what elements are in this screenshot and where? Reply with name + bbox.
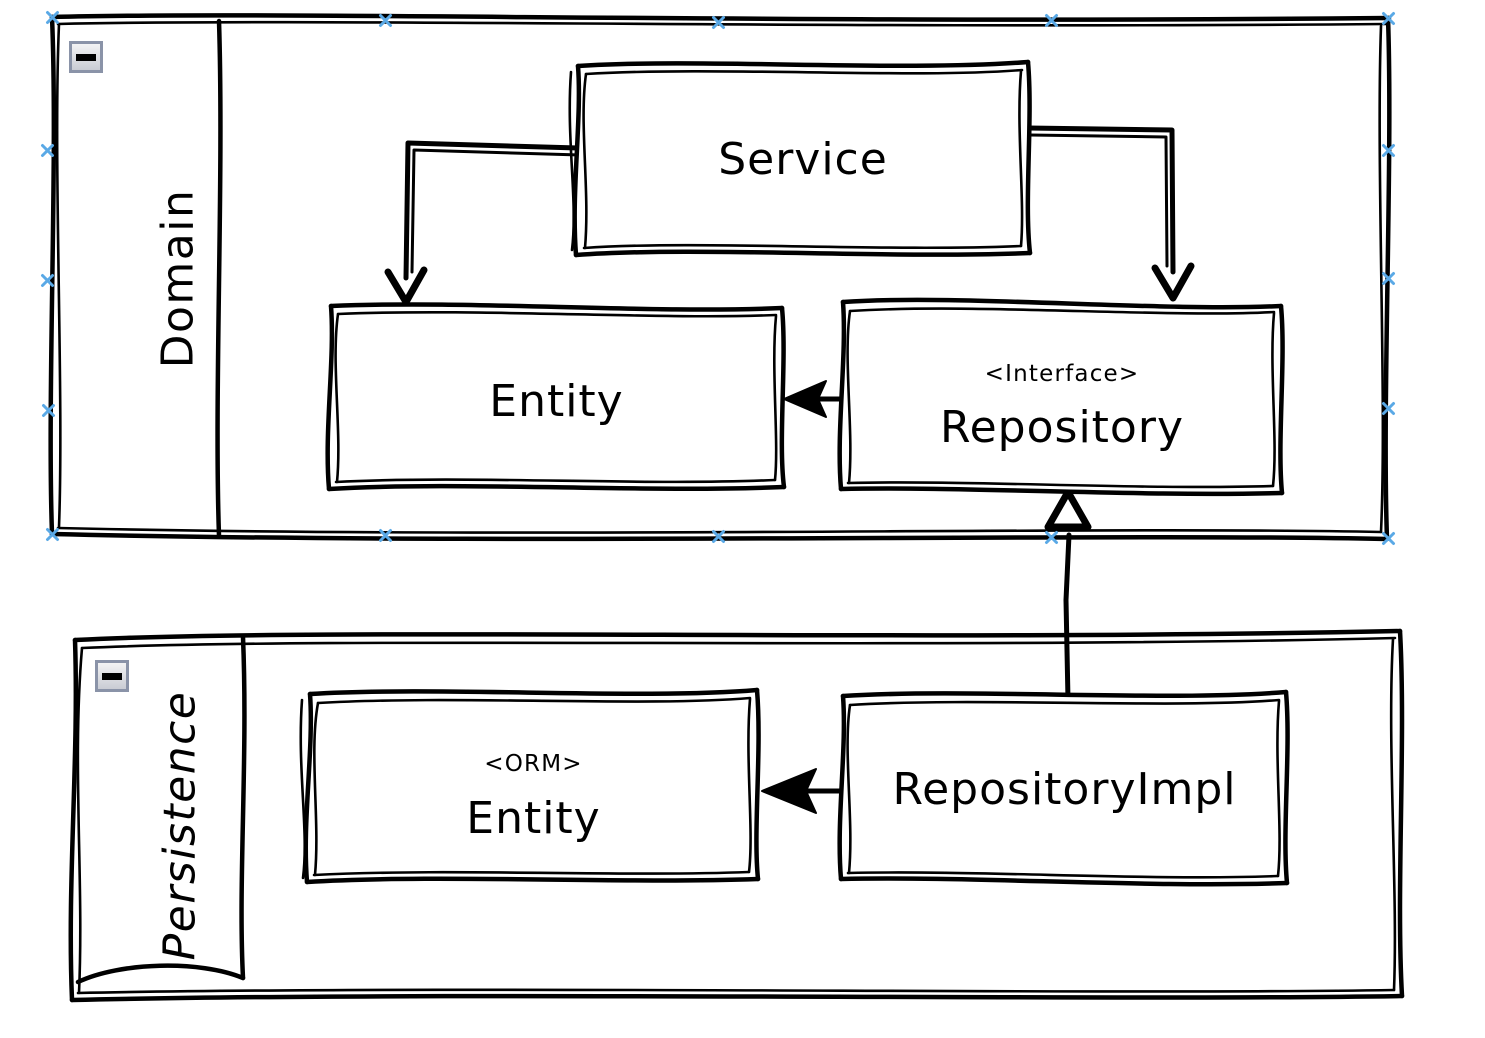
handle-left-2[interactable] (40, 273, 55, 288)
edge-service-to-entity[interactable] (384, 140, 582, 306)
handle-top-1[interactable] (378, 13, 393, 28)
node-entity-orm-shape[interactable] (299, 687, 761, 885)
handle-left-3[interactable] (41, 403, 56, 418)
handle-right-1[interactable] (1381, 143, 1396, 158)
handle-bottom-1[interactable] (378, 528, 393, 543)
edge-repositoryimpl-realizes-repository[interactable] (1044, 488, 1092, 703)
handle-left-1[interactable] (40, 143, 55, 158)
collapse-button-persistence[interactable] (95, 660, 129, 692)
handle-top-right[interactable] (1381, 11, 1396, 26)
collapse-button-domain[interactable] (69, 41, 103, 73)
handle-bottom-left[interactable] (45, 527, 60, 542)
node-repository-impl-shape[interactable] (837, 689, 1290, 887)
edge-service-to-repository[interactable] (1025, 125, 1195, 302)
handle-right-3[interactable] (1381, 401, 1396, 416)
handle-top-left[interactable] (45, 10, 60, 25)
edge-repository-to-entity[interactable] (783, 380, 846, 418)
handle-top-3[interactable] (1044, 13, 1059, 28)
package-label-domain: Domain (152, 188, 204, 369)
handle-bottom-right[interactable] (1381, 531, 1396, 546)
handle-bottom-2[interactable] (711, 529, 726, 544)
handle-right-2[interactable] (1381, 271, 1396, 286)
handle-bottom-3[interactable] (1044, 530, 1059, 545)
edge-repositoryimpl-to-entity-orm[interactable] (761, 768, 846, 814)
node-entity-domain-shape[interactable] (325, 302, 787, 492)
minus-icon (102, 672, 122, 680)
handle-top-2[interactable] (711, 15, 726, 30)
node-service-shape[interactable] (568, 59, 1033, 258)
node-repository-shape[interactable] (837, 297, 1285, 497)
minus-icon (76, 53, 96, 61)
package-label-persistence: Persistence (154, 690, 206, 961)
